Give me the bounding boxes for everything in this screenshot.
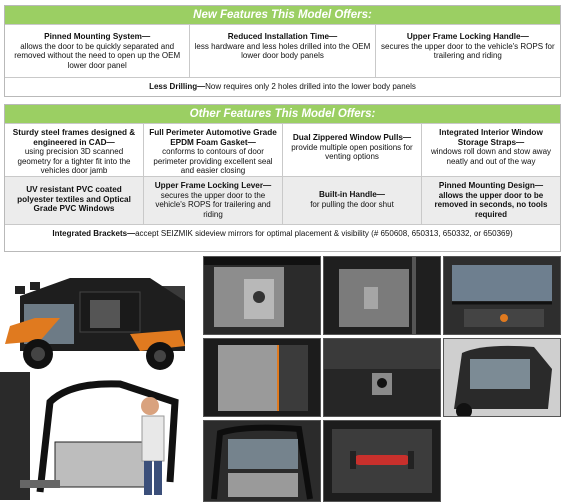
photo-door-frame-open xyxy=(203,420,321,502)
feature-heading: Integrated Interior Window Storage Strap… xyxy=(439,128,543,147)
feature-less-drilling: Less Drilling—Now requires only 2 holes … xyxy=(5,77,560,96)
photo-door-side-view xyxy=(443,338,561,417)
photo-door-gasket xyxy=(203,338,321,417)
feature-pinned-mounting-design: Pinned Mounting Design— allows the upper… xyxy=(421,177,560,224)
feature-upper-frame-locking-handle: Upper Frame Locking Handle— secures the … xyxy=(374,25,560,77)
photo-utv-with-doors xyxy=(0,256,192,372)
feature-heading: Integrated Brackets— xyxy=(52,229,136,238)
photo-door-window-zipper xyxy=(443,256,561,335)
feature-heading: Sturdy steel frames designed & engineere… xyxy=(12,128,136,147)
new-features-section: New Features This Model Offers: Pinned M… xyxy=(4,5,561,97)
feature-body: accept SEIZMIK sideview mirrors for opti… xyxy=(135,229,513,238)
feature-body: less hardware and less holes drilled int… xyxy=(194,41,371,61)
feature-heading: Upper Frame Locking Lever— xyxy=(154,181,272,190)
photo-window-storage-strap xyxy=(323,338,441,417)
photo-man-holding-door xyxy=(0,372,192,500)
feature-uv-resistant-pvc: UV resistant PVC coated polyester textil… xyxy=(5,177,143,224)
feature-body: provide multiple open positions for vent… xyxy=(291,142,413,162)
feature-heading: Pinned Mounting Design— xyxy=(438,181,544,190)
photo-door-interior-hinge xyxy=(323,256,441,335)
feature-body: allows the door to be quickly separated … xyxy=(14,41,181,70)
feature-body: for pulling the door shut xyxy=(310,199,394,209)
feature-body: allows the upper door to be removed in s… xyxy=(434,190,548,219)
new-features-title: New Features This Model Offers: xyxy=(5,6,560,24)
feature-window-storage-straps: Integrated Interior Window Storage Strap… xyxy=(421,124,560,176)
feature-body: secures the upper door to the vehicle's … xyxy=(155,190,271,219)
feature-built-in-handle: Built-in Handle— for pulling the door sh… xyxy=(282,177,421,224)
feature-heading: Less Drilling— xyxy=(149,82,206,91)
photo-door-latch xyxy=(203,256,321,335)
feature-reduced-installation-time: Reduced Installation Time— less hardware… xyxy=(189,25,374,77)
feature-body: conforms to contours of door perimeter p… xyxy=(153,147,273,175)
feature-heading: Pinned Mounting System— xyxy=(44,32,151,41)
photo-built-in-handle xyxy=(323,420,441,502)
feature-heading: Full Perimeter Automotive Grade EPDM Foa… xyxy=(149,128,277,147)
feature-heading: Built-in Handle— xyxy=(319,190,385,199)
feature-sturdy-steel-frames: Sturdy steel frames designed & engineere… xyxy=(5,124,143,176)
feature-body: Now requires only 2 holes drilled into t… xyxy=(205,82,416,91)
feature-body: secures the upper door to the vehicle's … xyxy=(381,41,555,61)
feature-heading: Reduced Installation Time— xyxy=(227,32,338,41)
feature-pinned-mounting-system: Pinned Mounting System— allows the door … xyxy=(5,25,189,77)
other-features-section: Other Features This Model Offers: Sturdy… xyxy=(4,104,561,252)
feature-epdm-foam-gasket: Full Perimeter Automotive Grade EPDM Foa… xyxy=(143,124,282,176)
feature-heading: Dual Zippered Window Pulls— xyxy=(292,133,412,142)
feature-body: using precision 3D scanned geometry for … xyxy=(17,147,131,175)
feature-integrated-brackets: Integrated Brackets—accept SEIZMIK sidev… xyxy=(5,224,560,242)
feature-heading: Upper Frame Locking Handle— xyxy=(406,32,529,41)
other-features-title: Other Features This Model Offers: xyxy=(5,105,560,123)
feature-dual-zippered-window-pulls: Dual Zippered Window Pulls— provide mult… xyxy=(282,124,421,176)
feature-heading: UV resistant PVC coated polyester textil… xyxy=(17,185,131,213)
feature-upper-frame-locking-lever: Upper Frame Locking Lever— secures the u… xyxy=(143,177,282,224)
feature-body: windows roll down and stow away neatly a… xyxy=(430,147,552,166)
